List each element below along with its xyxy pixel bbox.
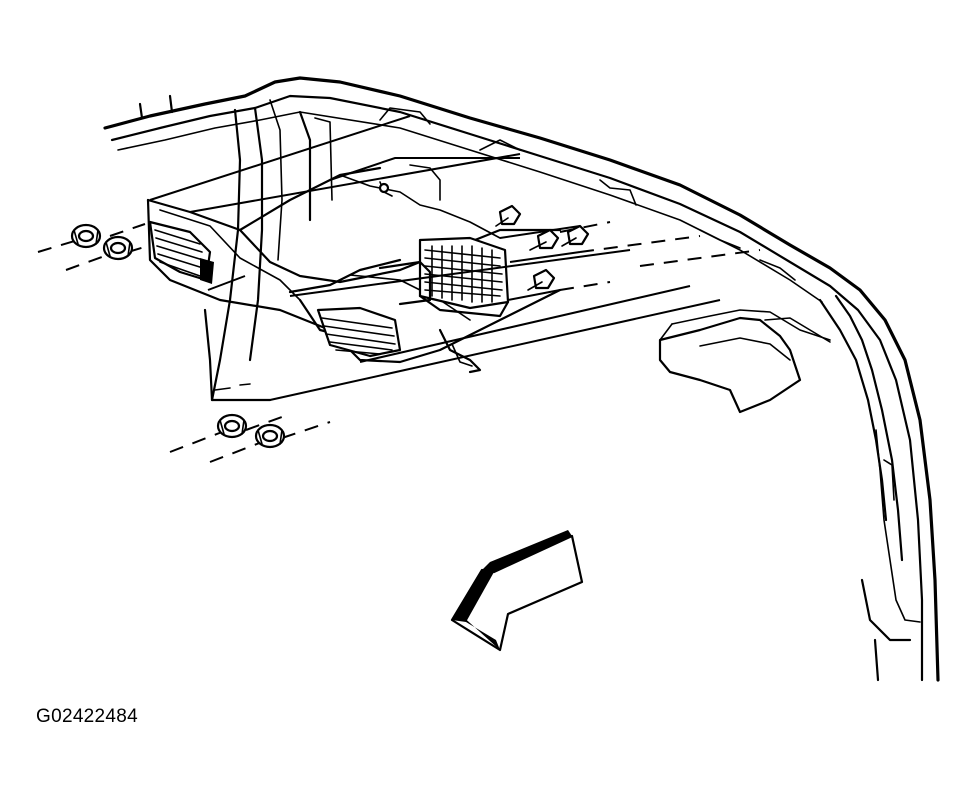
bolt-1 — [495, 204, 522, 227]
license-plate-lamp — [339, 164, 510, 318]
tail-lamp-left — [148, 220, 214, 284]
mounting-nuts — [70, 223, 286, 449]
body-panel — [103, 76, 940, 682]
nut-upper-left-1 — [70, 223, 102, 249]
bolt-3 — [561, 224, 590, 247]
nut-lower-left-1 — [216, 413, 248, 439]
assembly-guide-lines — [37, 115, 761, 463]
nut-upper-left-2 — [102, 235, 134, 261]
front-direction-arrow — [450, 530, 584, 652]
tail-lamp-right — [316, 306, 402, 358]
fascia-bolts — [495, 204, 590, 291]
figure-code: G02422484 — [36, 706, 139, 727]
nut-lower-left-2 — [254, 423, 286, 449]
bolt-2 — [529, 228, 560, 251]
bolt-4 — [527, 268, 556, 291]
side-bracket — [658, 309, 831, 414]
